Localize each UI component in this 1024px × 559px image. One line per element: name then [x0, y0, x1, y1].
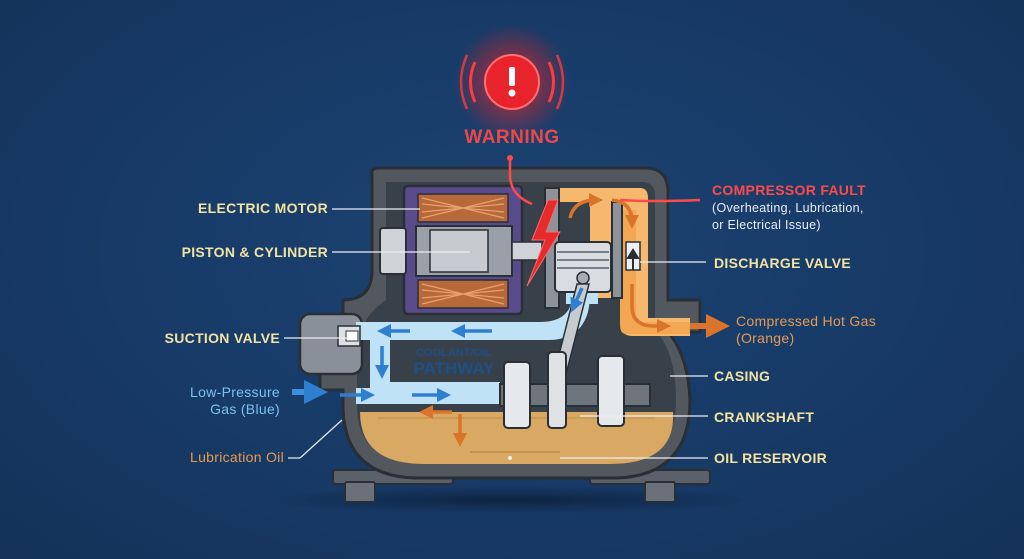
lightning-icon	[526, 199, 561, 287]
label-low-pressure-gas-2: Gas (Blue)	[210, 401, 280, 417]
discharge-arrow-up	[626, 248, 640, 270]
cold-gas-arrows	[292, 287, 584, 404]
label-suction-valve: SUCTION VALVE	[164, 330, 280, 346]
label-electric-motor: ELECTRIC MOTOR	[198, 200, 328, 216]
fault-leader	[619, 198, 701, 203]
warning-leader	[508, 158, 533, 206]
pathway-label-line-2: PATHWAY	[413, 358, 495, 378]
label-discharge-valve: DISCHARGE VALVE	[714, 255, 851, 271]
compressor-fault-line-2: or Electrical Issue)	[712, 218, 821, 232]
floor-shadow	[260, 486, 760, 514]
label-oil-reservoir: OIL RESERVOIR	[714, 450, 828, 466]
pathway-label-line-1: COOLANT/OIL	[416, 347, 492, 359]
label-piston-cylinder: PISTON & CYLINDER	[181, 244, 328, 260]
electric-motor	[379, 184, 543, 316]
label-compressed-hot-gas-1: Compressed Hot Gas	[736, 313, 877, 329]
compressor-fault-title: COMPRESSOR FAULT	[712, 182, 866, 198]
hot-gas-arrows	[419, 193, 730, 447]
label-low-pressure-gas-1: Low-Pressure	[190, 384, 280, 400]
label-compressed-hot-gas-2: (Orange)	[736, 330, 795, 346]
label-lubrication-oil: Lubrication Oil	[190, 449, 284, 465]
oil-reservoir-fill	[360, 412, 674, 464]
compressor-fault-line-1: (Overheating, Lubrication,	[712, 201, 864, 215]
label-crankshaft: CRANKSHAFT	[714, 409, 815, 425]
suction-valve	[337, 325, 361, 347]
crankshaft-assembly	[499, 351, 651, 429]
warning-label: WARNING	[464, 127, 560, 148]
warning-icon	[454, 24, 570, 140]
leader-lines	[284, 208, 708, 459]
pathway-label: COOLANT/OIL PATHWAY	[402, 347, 506, 378]
label-casing: CASING	[714, 368, 771, 384]
